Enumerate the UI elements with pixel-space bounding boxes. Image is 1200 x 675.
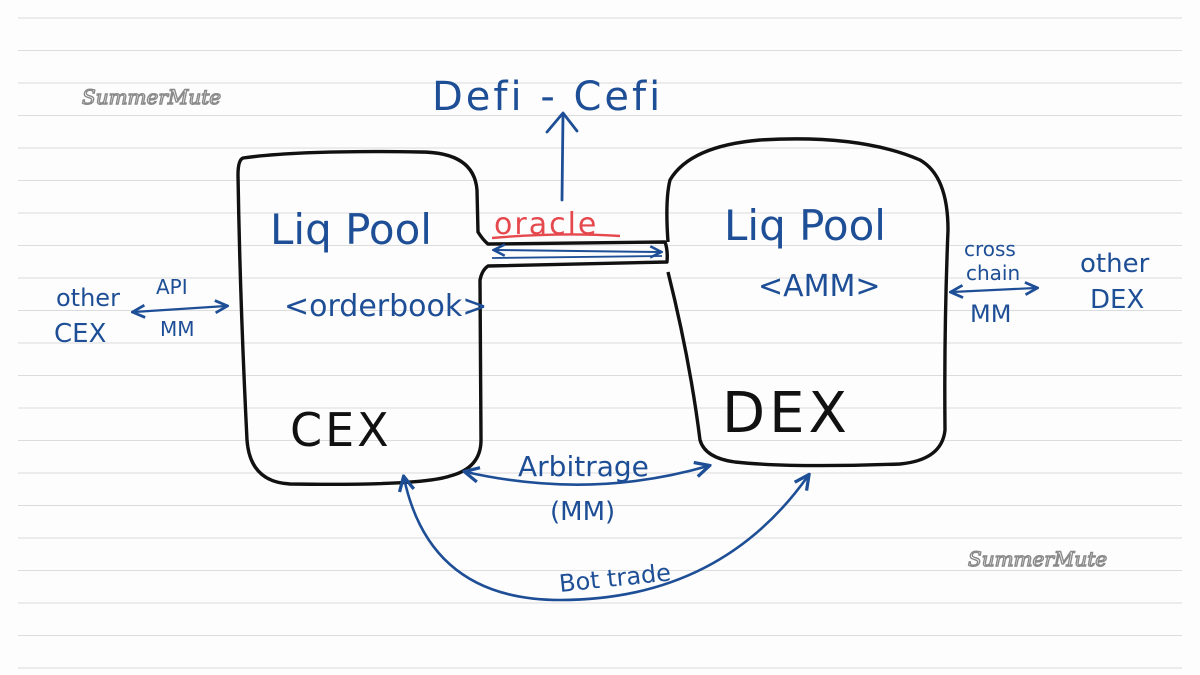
api-label: API: [156, 275, 188, 299]
other-cex-line1: other: [56, 284, 120, 312]
cex-pool-label: Liq Pool: [270, 205, 432, 254]
other-dex-line1: other: [1080, 249, 1150, 279]
oracle-bridge-arrow: [495, 250, 660, 252]
cex-orderbook-label: <orderbook>: [284, 289, 487, 324]
cross-chain-arrow: [952, 288, 1036, 292]
cross-chain-line2: chain: [966, 261, 1020, 285]
arbitrage-label: Arbitrage: [518, 450, 649, 483]
bot-trade-arrow: [404, 476, 808, 602]
defi-cefi-label: Defi - Cefi: [432, 74, 663, 120]
cross-chain-mm-label: MM: [970, 300, 1011, 328]
oracle-up-arrow: [560, 112, 565, 202]
oracle-bridge-line: [491, 255, 663, 259]
watermark-bottom-right: SummerMute: [968, 547, 1107, 571]
cex-box-outline: [236, 149, 669, 487]
dex-amm-label: <AMM>: [758, 269, 881, 304]
api-mm-label: MM: [160, 317, 195, 341]
oracle-up-arrowhead: [545, 111, 579, 134]
api-link-arrow: [134, 306, 226, 312]
dex-name: DEX: [722, 381, 851, 446]
other-dex-line2: DEX: [1090, 285, 1144, 315]
arbitrage-mm-label: (MM): [550, 497, 615, 527]
oracle-underline: [491, 233, 621, 240]
cross-chain-line1: cross: [964, 237, 1016, 261]
dex-box-outline: [665, 137, 950, 468]
watermark-top-left: SummerMute: [82, 85, 221, 109]
bot-trade-label: Bot trade: [558, 558, 672, 598]
dex-pool-label: Liq Pool: [724, 201, 886, 250]
cex-name: CEX: [290, 403, 392, 457]
other-cex-line2: CEX: [54, 319, 106, 349]
